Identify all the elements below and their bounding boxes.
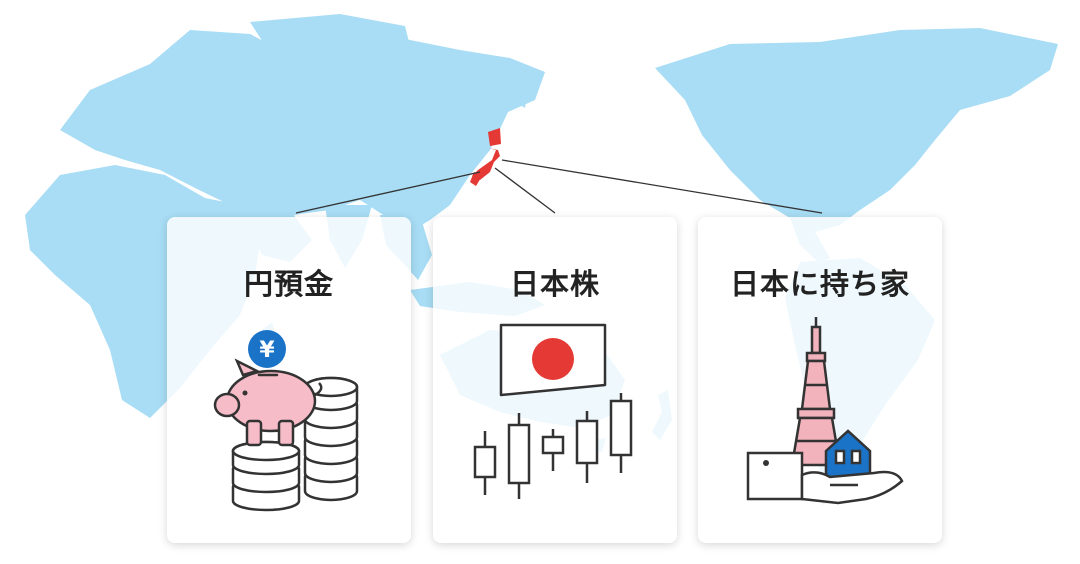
yen-symbol: ¥ xyxy=(259,338,275,363)
card-title-japan-stocks: 日本株 xyxy=(509,267,600,301)
candlestick-chart-icon xyxy=(473,393,633,499)
house-icon xyxy=(824,429,872,479)
coin-stack-icon xyxy=(303,376,359,502)
tokyo-tower-icon xyxy=(790,317,842,467)
kamchatka xyxy=(505,66,530,108)
connector-line-2 xyxy=(501,159,823,214)
tokyo-tower-house-illustration xyxy=(746,317,904,505)
piggy-bank-icon: ¥ xyxy=(213,330,359,512)
connector-line-1 xyxy=(494,167,556,214)
piggy-icon xyxy=(213,358,323,447)
card-title-yen-deposit: 円預金 xyxy=(243,267,334,301)
coin-stack-front-icon xyxy=(231,440,301,512)
north-america xyxy=(655,28,1058,232)
card-japan-stocks: 日本株 xyxy=(433,217,677,543)
package-icon xyxy=(746,451,804,501)
stocks-illustration xyxy=(473,323,633,499)
yen-coin-icon: ¥ xyxy=(248,330,286,368)
eurasia xyxy=(60,30,545,232)
card-yen-deposit: 円預金 xyxy=(167,217,411,543)
card-home-in-japan: 日本に持ち家 xyxy=(698,217,942,543)
japan-flag-icon xyxy=(499,323,607,397)
card-title-home-in-japan: 日本に持ち家 xyxy=(729,267,910,301)
connector-lines xyxy=(295,159,823,214)
connector-line-0 xyxy=(295,171,481,214)
hand-icon xyxy=(800,470,904,505)
